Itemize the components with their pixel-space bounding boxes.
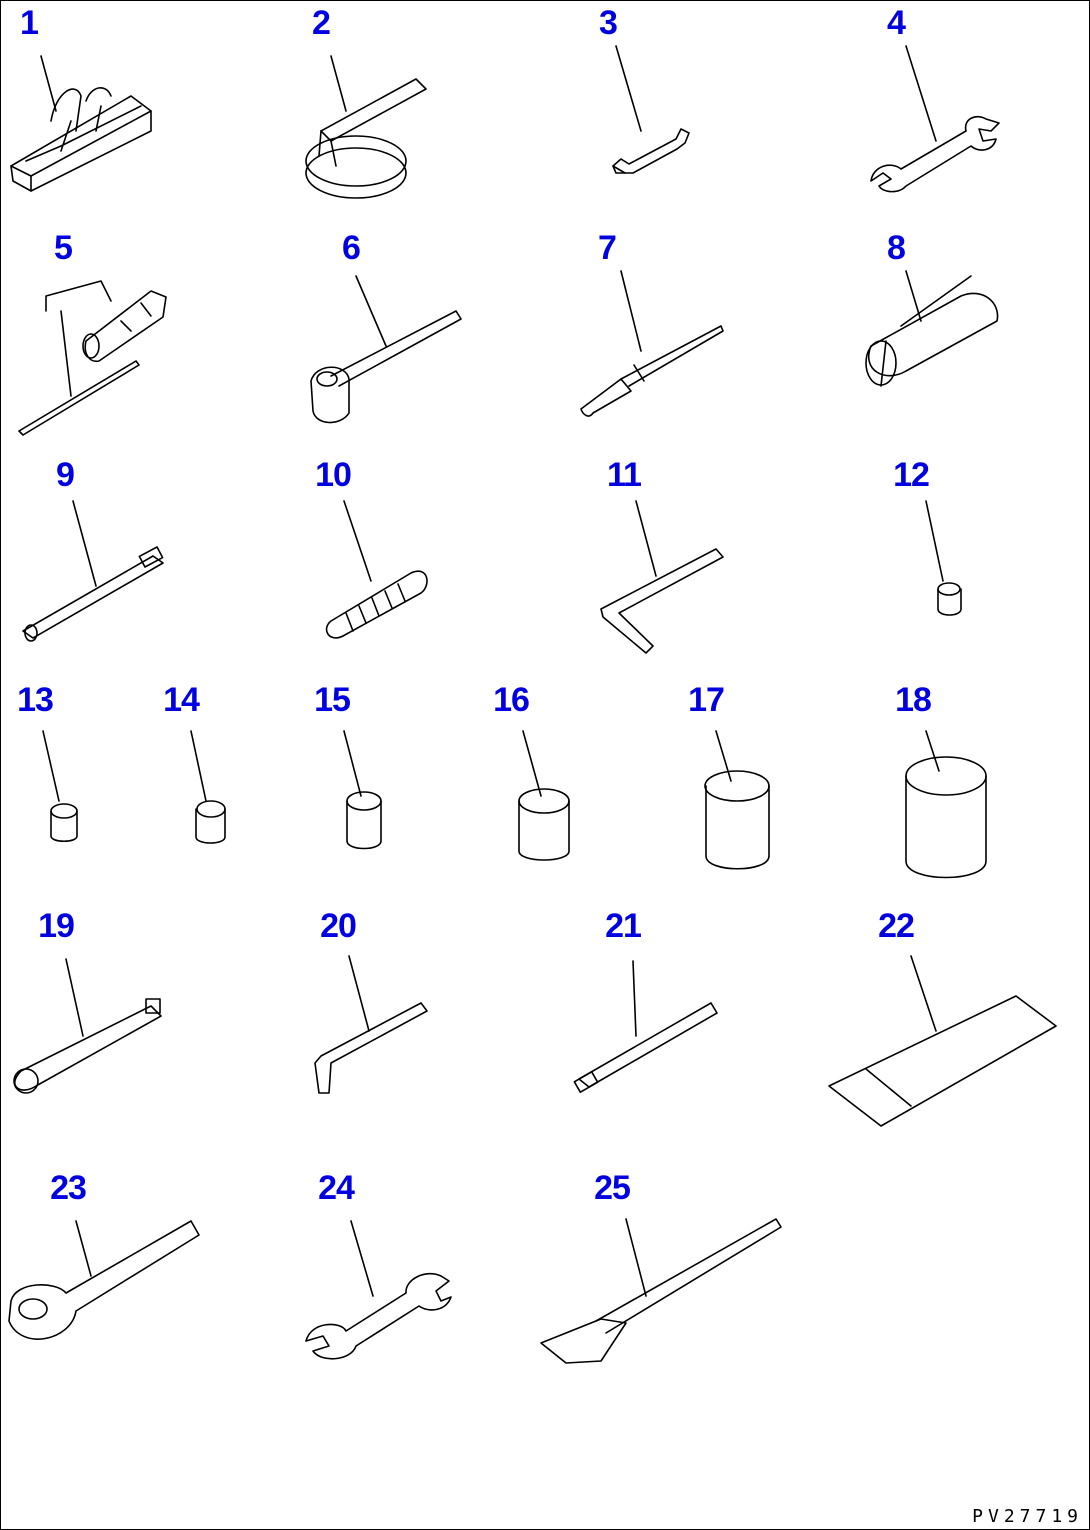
item-number-2: 2: [312, 4, 331, 42]
item-number-16: 16: [493, 681, 530, 719]
item-17-figure: [705, 731, 769, 869]
item-number-17: 17: [688, 681, 725, 719]
item-7-figure: [581, 271, 723, 416]
item-number-12: 12: [893, 456, 930, 494]
item-3-figure: [613, 46, 689, 173]
item-25-figure: [541, 1219, 781, 1363]
item-18-figure: [906, 731, 986, 878]
item-13-figure: [43, 731, 77, 841]
item-number-21: 21: [605, 907, 642, 945]
item-9-figure: [23, 501, 163, 641]
item-21-figure: [574, 961, 717, 1092]
item-number-24: 24: [318, 1169, 355, 1207]
item-2-figure: [306, 56, 426, 198]
item-number-5: 5: [54, 229, 73, 267]
item-number-22: 22: [878, 907, 915, 945]
item-number-6: 6: [342, 229, 361, 267]
item-number-3: 3: [599, 4, 618, 42]
item-11-figure: [601, 501, 723, 653]
item-number-1: 1: [20, 4, 39, 42]
item-number-20: 20: [320, 907, 357, 945]
item-1-figure: [11, 56, 151, 191]
drawing-code: PV27719: [972, 1506, 1083, 1527]
item-10-figure: [327, 501, 427, 638]
item-number-4: 4: [887, 4, 906, 42]
item-number-25: 25: [594, 1169, 631, 1207]
item-number-11: 11: [607, 456, 642, 494]
item-number-8: 8: [887, 229, 906, 267]
item-8-figure: [866, 271, 998, 386]
item-15-figure: [344, 731, 381, 849]
item-23-figure: [9, 1221, 199, 1339]
item-4-figure: [871, 46, 999, 192]
item-number-18: 18: [895, 681, 932, 719]
item-number-10: 10: [315, 456, 352, 494]
item-6-figure: [311, 276, 461, 423]
item-19-figure: [14, 959, 161, 1093]
item-number-19: 19: [38, 907, 75, 945]
item-16-figure: [519, 731, 569, 860]
item-number-13: 13: [17, 681, 54, 719]
item-number-15: 15: [314, 681, 351, 719]
item-number-9: 9: [56, 456, 75, 494]
item-12-figure: [926, 501, 961, 615]
item-number-23: 23: [50, 1169, 87, 1207]
item-number-7: 7: [598, 229, 617, 267]
item-22-figure: [829, 956, 1056, 1126]
item-number-14: 14: [163, 681, 200, 719]
item-5-figure: [19, 281, 166, 435]
item-14-figure: [191, 731, 225, 843]
item-24-figure: [306, 1221, 451, 1359]
item-20-figure: [315, 956, 427, 1093]
